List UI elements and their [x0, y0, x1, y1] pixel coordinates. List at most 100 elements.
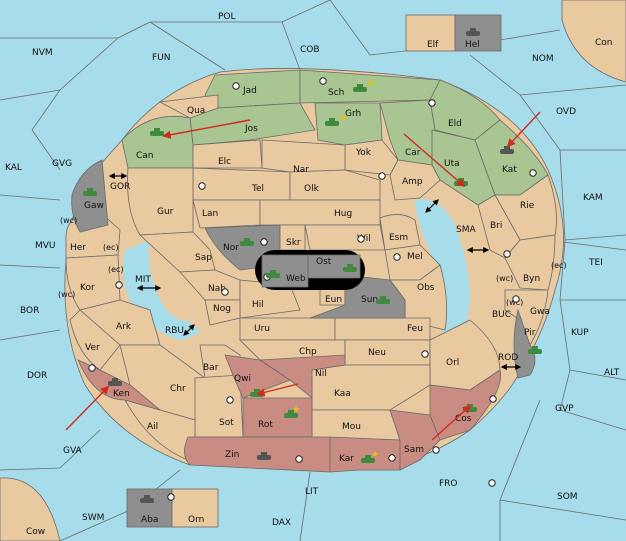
unit-tank-kar: ★ [361, 450, 379, 463]
svg-text:Con: Con [595, 38, 613, 48]
svg-text:NOM: NOM [532, 54, 554, 64]
svg-text:★: ★ [292, 405, 300, 415]
unit-tank-sun [376, 296, 390, 304]
unit-tank-ost [343, 264, 357, 272]
svg-text:Tel: Tel [251, 184, 264, 194]
svg-text:Can: Can [136, 151, 154, 161]
region-esm[interactable] [379, 214, 421, 251]
svg-text:Chr: Chr [170, 384, 186, 394]
svg-text:(ec): (ec) [551, 261, 567, 270]
svg-text:GVG: GVG [52, 159, 72, 169]
svg-text:Nil: Nil [315, 369, 327, 379]
svg-text:DAX: DAX [272, 518, 291, 528]
svg-text:Rie: Rie [520, 201, 535, 211]
region-elf[interactable] [405, 14, 456, 52]
region-tel[interactable] [192, 167, 291, 201]
svg-text:Zin: Zin [225, 450, 239, 460]
region-ail[interactable] [124, 399, 196, 461]
region-obs[interactable] [389, 264, 448, 331]
svg-text:ROD: ROD [498, 353, 518, 363]
svg-text:Bar: Bar [203, 363, 219, 373]
unit-tank-can [150, 128, 164, 136]
svg-text:GOR: GOR [110, 182, 130, 192]
unit-tank-grh: ★ [325, 113, 347, 126]
svg-text:Web: Web [286, 274, 306, 284]
order-arrows [65, 111, 541, 441]
svg-text:Elf: Elf [427, 40, 439, 50]
svg-text:(wc): (wc) [58, 290, 75, 299]
svg-text:MIT: MIT [135, 275, 151, 285]
region-amp[interactable] [389, 159, 441, 201]
svg-text:Gur: Gur [157, 207, 174, 217]
unit-tank-zin [257, 452, 271, 460]
region-orn[interactable] [171, 488, 219, 528]
svg-text:BOR: BOR [20, 306, 39, 316]
svg-text:Sun: Sun [361, 295, 378, 305]
svg-text:Lan: Lan [202, 209, 218, 219]
region-olk[interactable] [289, 169, 381, 201]
unit-tank-nor [240, 238, 254, 246]
svg-text:(ec): (ec) [108, 265, 124, 274]
svg-text:Orn: Orn [188, 515, 204, 525]
svg-text:Pir: Pir [524, 328, 536, 338]
unit-tank-aba [140, 495, 154, 503]
svg-text:Car: Car [405, 148, 421, 158]
svg-text:(wc): (wc) [60, 216, 77, 225]
svg-text:Hug: Hug [334, 209, 352, 219]
svg-text:Nab: Nab [208, 284, 226, 294]
region-web[interactable] [261, 254, 309, 288]
svg-text:Orl: Orl [446, 358, 459, 368]
svg-text:Grh: Grh [345, 109, 361, 119]
region-qua[interactable] [158, 94, 219, 119]
svg-text:FUN: FUN [152, 53, 171, 63]
svg-text:Sch: Sch [328, 88, 344, 98]
svg-text:Her: Her [70, 243, 86, 253]
unit-tank-rot: ★ [284, 405, 300, 418]
svg-text:Kar: Kar [339, 454, 354, 464]
svg-text:Nor: Nor [223, 243, 239, 253]
svg-text:POL: POL [218, 12, 236, 22]
svg-text:Aba: Aba [141, 515, 158, 525]
region-sap[interactable] [139, 231, 216, 273]
region-gur[interactable] [127, 167, 194, 236]
region-zin[interactable] [184, 436, 331, 473]
svg-text:COB: COB [300, 45, 320, 55]
region-hug[interactable] [259, 199, 381, 226]
region-qwi[interactable] [224, 354, 291, 399]
svg-text:DOR: DOR [27, 371, 47, 381]
svg-text:★: ★ [367, 79, 375, 89]
region-neu[interactable] [344, 339, 431, 366]
region-rot[interactable] [242, 397, 313, 438]
svg-text:BUC: BUC [492, 310, 511, 320]
svg-text:(ec): (ec) [103, 243, 119, 252]
region-nil[interactable] [258, 354, 346, 399]
svg-text:Gaw: Gaw [84, 201, 104, 211]
svg-text:GVA: GVA [63, 446, 83, 456]
region-wil[interactable] [304, 224, 386, 251]
svg-text:★: ★ [371, 450, 379, 460]
svg-text:Ost: Ost [316, 257, 332, 267]
svg-text:(wc): (wc) [506, 298, 523, 307]
svg-text:Mou: Mou [342, 422, 361, 432]
svg-text:Amp: Amp [402, 177, 423, 187]
region-ost[interactable] [307, 254, 361, 279]
svg-text:Qwi: Qwi [234, 374, 251, 384]
region-sam[interactable] [389, 409, 441, 471]
svg-text:Uru: Uru [254, 324, 270, 334]
svg-text:Neu: Neu [368, 348, 386, 358]
unit-tank-kat [500, 146, 514, 154]
svg-text:RBU: RBU [165, 326, 184, 336]
region-sun[interactable] [309, 274, 406, 319]
svg-text:KAL: KAL [5, 163, 22, 173]
svg-text:NVM: NVM [32, 48, 53, 58]
svg-text:Cow: Cow [26, 527, 45, 537]
svg-text:Sam: Sam [404, 445, 424, 455]
svg-text:Skr: Skr [286, 238, 301, 248]
unit-tank-pir [528, 346, 542, 354]
region-ver[interactable] [69, 309, 121, 371]
svg-text:Kaa: Kaa [334, 389, 351, 399]
region-kar[interactable] [329, 436, 401, 473]
svg-text:Rot: Rot [258, 420, 273, 430]
